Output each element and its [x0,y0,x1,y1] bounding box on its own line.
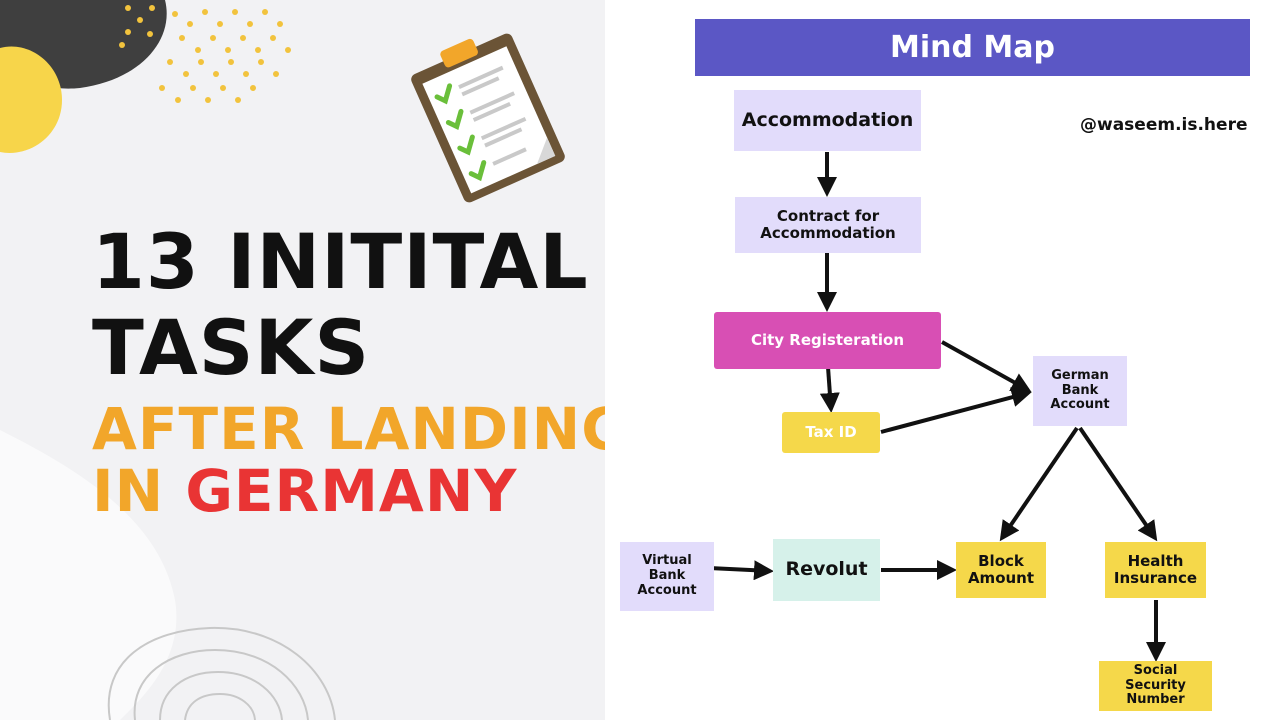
arrow-virtual-revolut [708,560,774,581]
arrow-taxid-bank [880,387,1032,434]
author-handle: @waseem.is.here [1080,115,1248,135]
light-blob-shape [0,430,177,720]
clipboard-icon [411,33,565,203]
node-block-amount: Block Amount [956,542,1046,598]
title-panel: 13 INITITAL TASKS AFTER LANDING IN GERMA… [0,0,605,720]
decorative-background [0,0,565,720]
headline-country: GERMANY [185,457,518,525]
node-accommodation: Accommodation [734,90,921,151]
headline-line-4: IN GERMANY [92,460,517,522]
arrow-bank-health [1078,426,1158,542]
node-city-registration: City Registeration [714,312,941,369]
mind-map-title: Mind Map [695,19,1250,76]
dots-pattern [119,5,291,103]
headline-line-2: TASKS [92,303,371,392]
node-social-security: Social Security Number [1099,661,1212,711]
headline-line-3: AFTER LANDING [92,395,605,463]
arrow-city-taxid [819,366,840,413]
headline-line-4-prefix: IN [92,457,186,525]
node-german-bank: German Bank Account [1033,356,1127,426]
headline-line-1: 13 INITITAL [92,217,589,306]
node-tax-id: Tax ID [782,412,880,453]
node-virtual-bank: Virtual Bank Account [620,542,714,611]
node-revolut: Revolut [773,539,880,601]
yellow-blob-shape [0,46,62,153]
node-contract: Contract for Accommodation [735,197,921,253]
swirl-lines [107,626,336,720]
node-health-insurance: Health Insurance [1105,542,1206,598]
arrow-city-bank [941,340,1032,392]
arrow-bank-block [999,426,1079,542]
